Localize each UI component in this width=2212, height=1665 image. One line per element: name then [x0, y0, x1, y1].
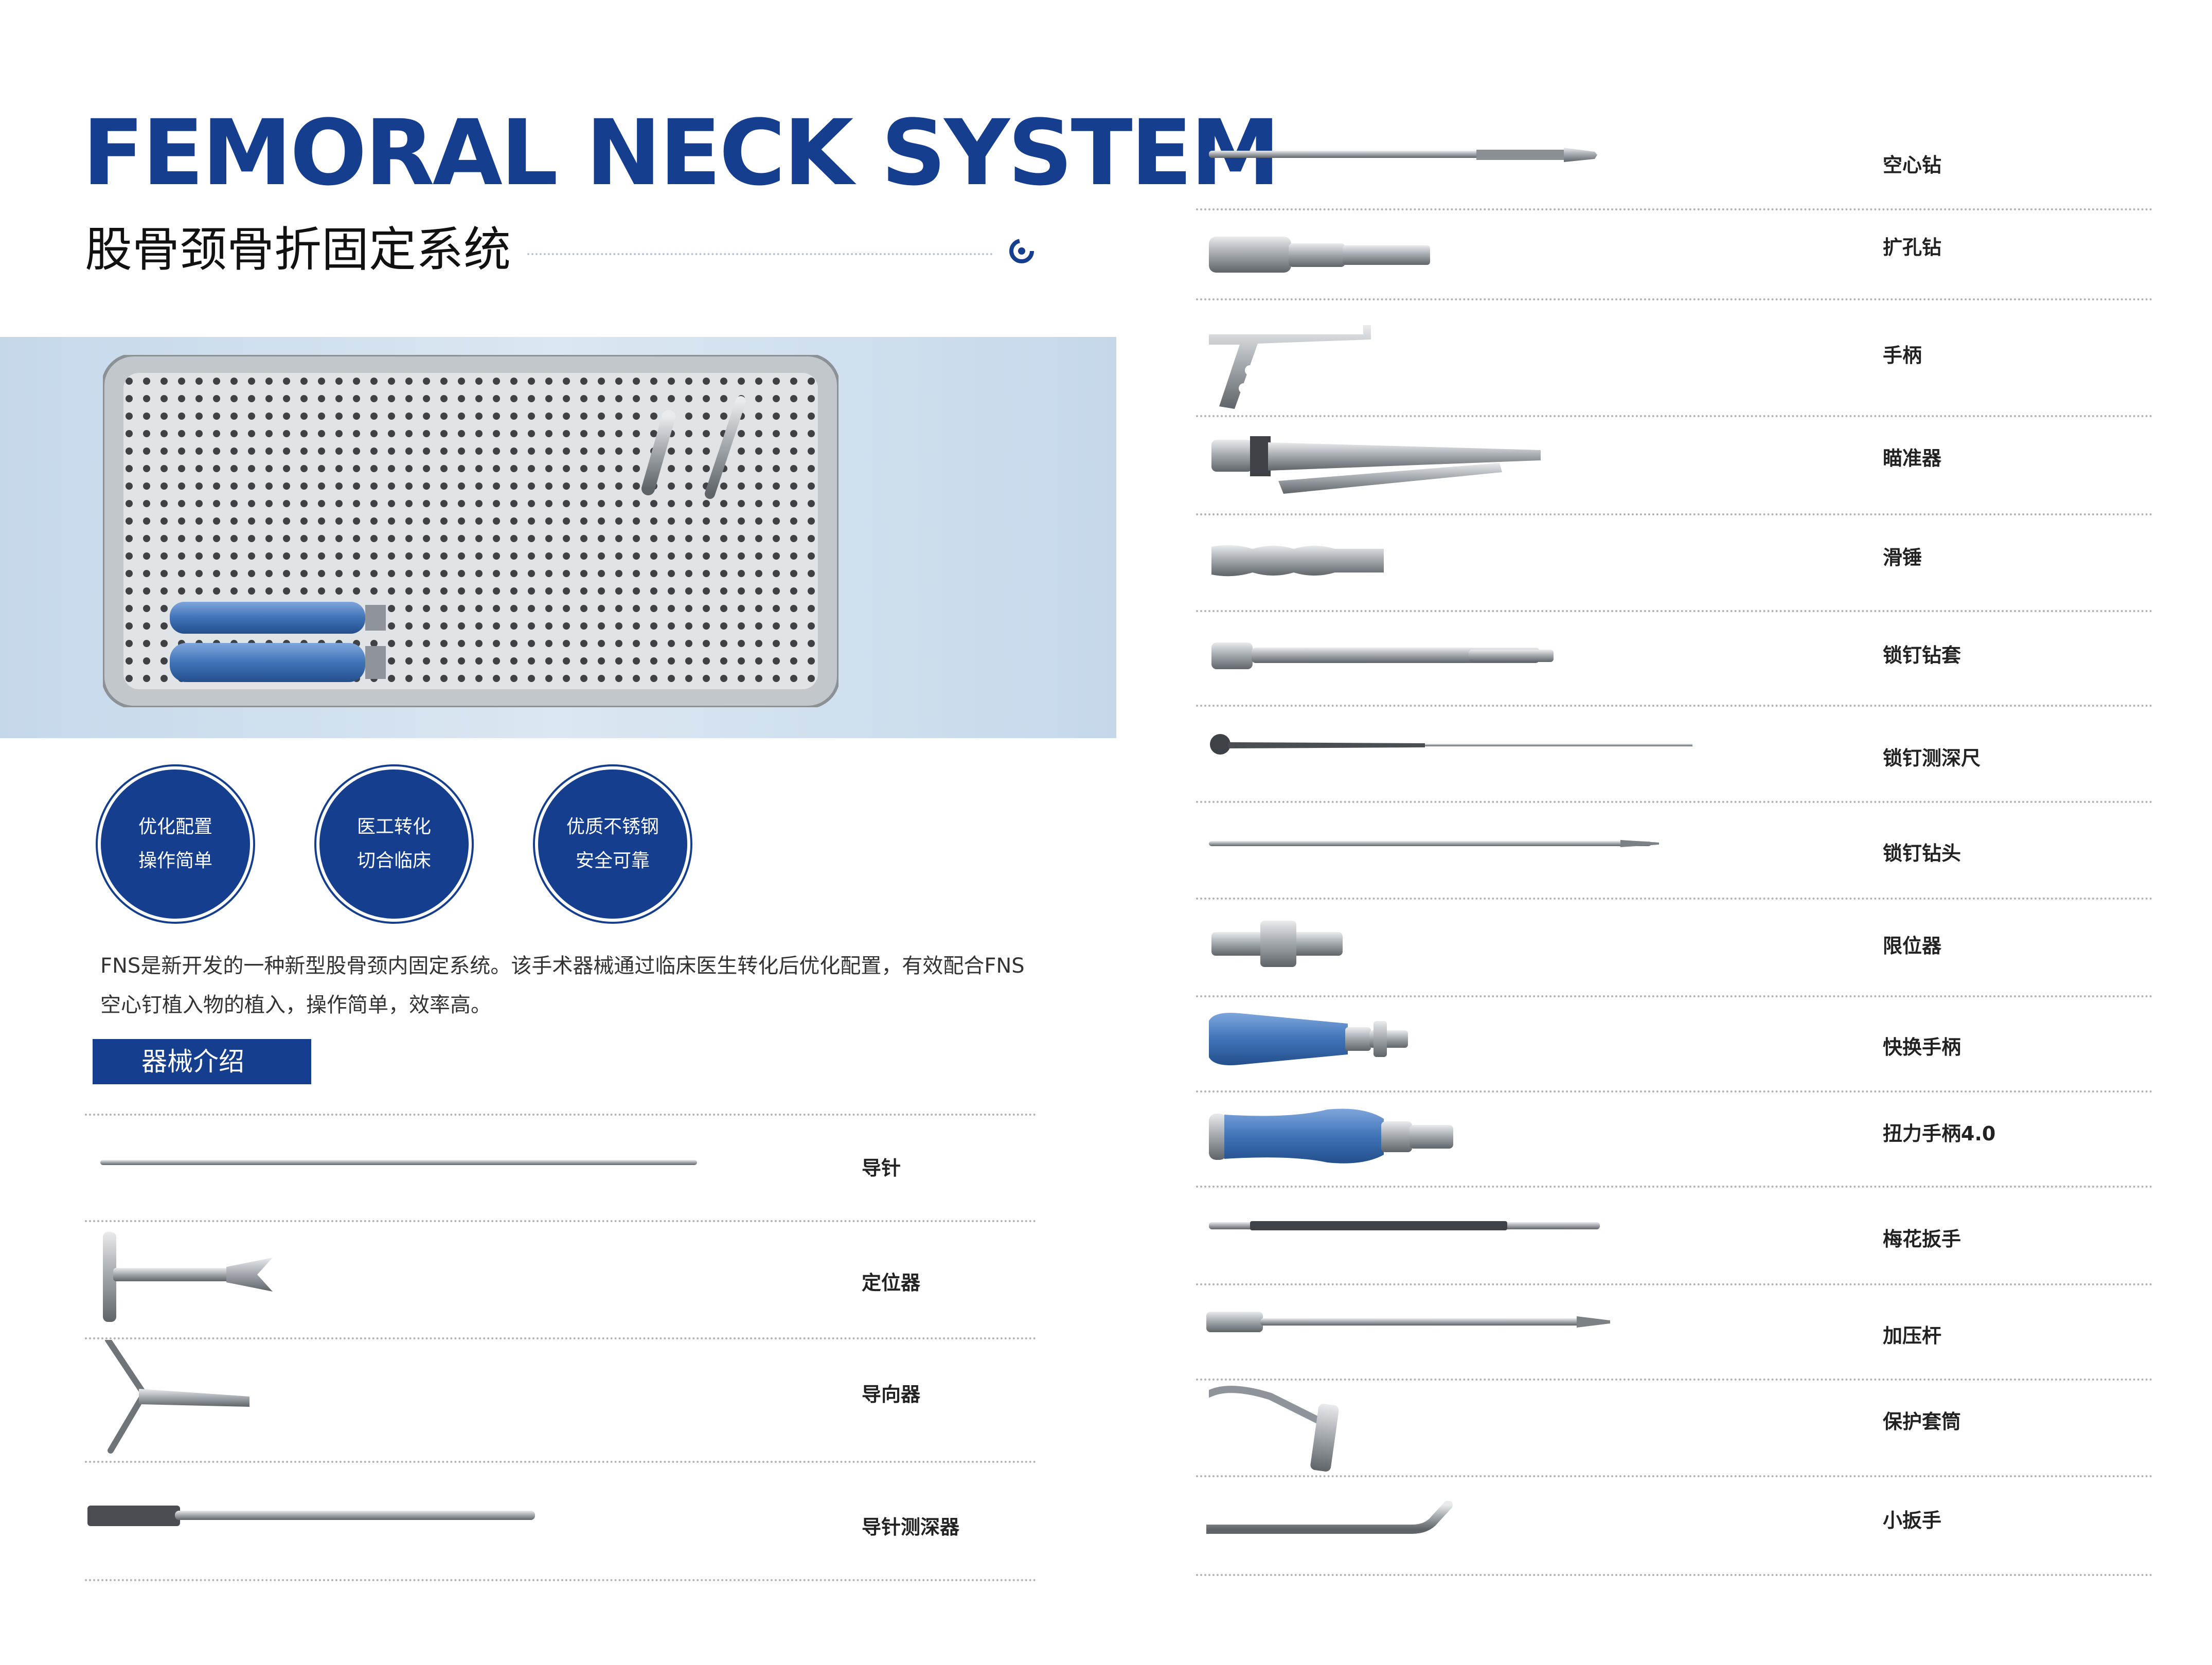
feature-line: 优化配置 [138, 816, 212, 837]
instrument-label: 保护套筒 [1883, 1410, 1961, 1433]
row-divider [1196, 1283, 2153, 1285]
instrument-tray-photo [103, 355, 839, 707]
instrument-label: 梅花扳手 [1883, 1228, 1961, 1250]
guide-pin-depth-gauge-image [87, 1506, 535, 1526]
instrument-label: 手柄 [1883, 344, 1922, 367]
instrument-label: 空心钻 [1883, 154, 1942, 176]
row-divider [85, 1337, 1037, 1339]
locking-screw-depth-gauge-image [1210, 734, 1692, 755]
limiter-image [1211, 921, 1343, 967]
system-description: FNS是新开发的一种新型股骨颈内固定系统。该手术器械通过临床医生转化后优化配置，… [100, 946, 1078, 1025]
description-line: 空心钉植入物的植入，操作简单，效率高。 [100, 993, 491, 1017]
instrument-label: 限位器 [1883, 935, 1942, 957]
brand-logo-icon [1009, 239, 1034, 263]
locking-screw-drill-sleeve-image [1211, 642, 1554, 669]
quick-change-handle-image [1209, 1013, 1408, 1065]
handle-image [1209, 325, 1371, 409]
row-divider [1196, 298, 2153, 300]
instrument-label: 加压杆 [1883, 1324, 1942, 1347]
row-divider [85, 1114, 1037, 1116]
feature-circle: 医工转化 切合临床 [316, 766, 472, 922]
instrument-label: 扩孔钻 [1883, 236, 1942, 259]
row-divider [1196, 610, 2153, 612]
guide-device-image [105, 1340, 249, 1454]
row-divider [1196, 1090, 2153, 1093]
row-divider [1196, 995, 2153, 997]
page-title: FEMORAL NECK SYSTEM [82, 100, 1280, 206]
instrument-label: 滑锤 [1883, 546, 1922, 569]
row-divider [85, 1579, 1037, 1581]
row-divider [1196, 513, 2153, 515]
guide-pin-image [100, 1160, 697, 1165]
instrument-label: 锁钉钻套 [1883, 644, 1961, 667]
row-divider [1196, 208, 2153, 210]
row-divider [1196, 705, 2153, 707]
instrument-label: 导向器 [862, 1383, 921, 1406]
cannulated-drill-image [1209, 148, 1597, 162]
locking-screw-drill-bit-image [1209, 840, 1659, 847]
locator-image [103, 1232, 273, 1322]
instrument-label: 瞄准器 [1883, 447, 1942, 470]
instrument-label: 快换手柄 [1883, 1036, 1961, 1059]
section-title: 器械介绍 [93, 1039, 311, 1084]
feature-line: 安全可靠 [575, 850, 650, 871]
small-wrench-image [1206, 1501, 1453, 1534]
row-divider [1196, 1574, 2153, 1576]
instrument-label: 扭力手柄4.0 [1883, 1122, 1996, 1145]
row-divider [85, 1220, 1037, 1222]
reamer-drill-image [1209, 237, 1430, 273]
title-divider [527, 253, 993, 255]
feature-circle: 优质不锈钢 安全可靠 [535, 766, 690, 922]
page-subtitle: 股骨颈骨折固定系统 [85, 222, 511, 277]
feature-line: 优质不锈钢 [566, 816, 659, 837]
slide-hammer-image [1211, 545, 1384, 577]
feature-line: 医工转化 [356, 816, 431, 837]
instrument-label: 锁钉钻头 [1883, 842, 1961, 865]
row-divider [1196, 801, 2153, 803]
torx-wrench-image [1209, 1221, 1600, 1230]
instrument-label: 小扳手 [1883, 1509, 1942, 1532]
feature-line: 切合临床 [356, 850, 431, 871]
torque-handle-image [1209, 1108, 1453, 1163]
row-divider [1196, 898, 2153, 900]
instrument-label: 锁钉测深尺 [1883, 747, 1981, 769]
instrument-label: 导针测深器 [862, 1516, 960, 1538]
description-line: FNS是新开发的一种新型股骨颈内固定系统。该手术器械通过临床医生转化后优化配置，… [100, 954, 1025, 978]
aimer-image [1211, 436, 1541, 494]
row-divider [85, 1461, 1037, 1463]
compression-rod-image [1206, 1312, 1610, 1332]
feature-circle: 优化配置 操作简单 [98, 766, 253, 922]
feature-line: 操作简单 [138, 850, 212, 871]
instrument-label: 定位器 [862, 1272, 921, 1294]
row-divider [1196, 415, 2153, 417]
instrument-label: 导针 [862, 1157, 901, 1179]
protection-sleeve-image [1209, 1386, 1339, 1472]
row-divider [1196, 1475, 2153, 1477]
row-divider [1196, 1378, 2153, 1381]
row-divider [1196, 1186, 2153, 1188]
